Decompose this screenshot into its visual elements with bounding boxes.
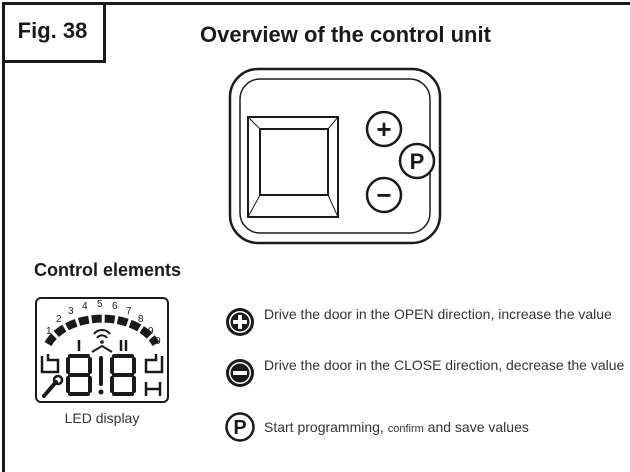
device-p-button[interactable]: P: [398, 142, 436, 180]
svg-text:9: 9: [148, 326, 154, 337]
svg-text:6: 6: [112, 301, 118, 312]
figure-title: Overview of the control unit: [200, 22, 491, 47]
svg-text:2: 2: [56, 314, 62, 325]
legend-text-minus: Drive the door in the CLOSE direction, d…: [264, 357, 625, 373]
figure-label-text: Fig. 38: [17, 18, 88, 43]
legend-text-p-part3: and save values: [423, 419, 529, 435]
svg-text:0: 0: [155, 336, 161, 347]
svg-text:4: 4: [82, 301, 88, 312]
svg-text:1: 1: [46, 326, 52, 337]
figure-label: Fig. 38: [2, 2, 106, 63]
device-minus-label: −: [376, 180, 391, 210]
led-display-caption: LED display: [64, 410, 140, 426]
led-display-icon: 1 2 3 4 5 6 7 8 9 0: [35, 297, 169, 403]
plus-circle-icon: [226, 308, 254, 336]
svg-text:8: 8: [138, 314, 144, 325]
legend-item-minus: Drive the door in the CLOSE direction, d…: [224, 357, 630, 389]
legend-item-p: P Start programming, confirm and save va…: [224, 411, 630, 443]
device-plus-label: +: [376, 114, 391, 144]
p-circle-icon: P: [225, 412, 255, 442]
led-arc-digits: 1 2 3 4 5 6 7 8 9 0: [46, 299, 161, 347]
legend-item-plus: Drive the door in the OPEN direction, in…: [224, 306, 630, 338]
device-p-label: P: [410, 149, 425, 174]
legend-text-p-part1: Start programming,: [264, 419, 388, 435]
svg-text:7: 7: [126, 306, 132, 317]
control-unit-illustration: + P −: [228, 67, 442, 245]
device-minus-button[interactable]: −: [365, 176, 403, 214]
legend-text-p: Start programming, confirm and save valu…: [264, 419, 630, 437]
svg-text:P: P: [233, 417, 246, 439]
svg-text:5: 5: [97, 299, 103, 310]
device-plus-button[interactable]: +: [365, 110, 403, 148]
minus-circle-icon: [226, 359, 254, 387]
display-window-screen: [259, 128, 329, 196]
legend-text-plus: Drive the door in the OPEN direction, in…: [264, 306, 612, 322]
legend-text-p-confirm: confirm: [387, 423, 424, 435]
control-elements-heading: Control elements: [34, 260, 182, 280]
svg-text:3: 3: [68, 306, 74, 317]
